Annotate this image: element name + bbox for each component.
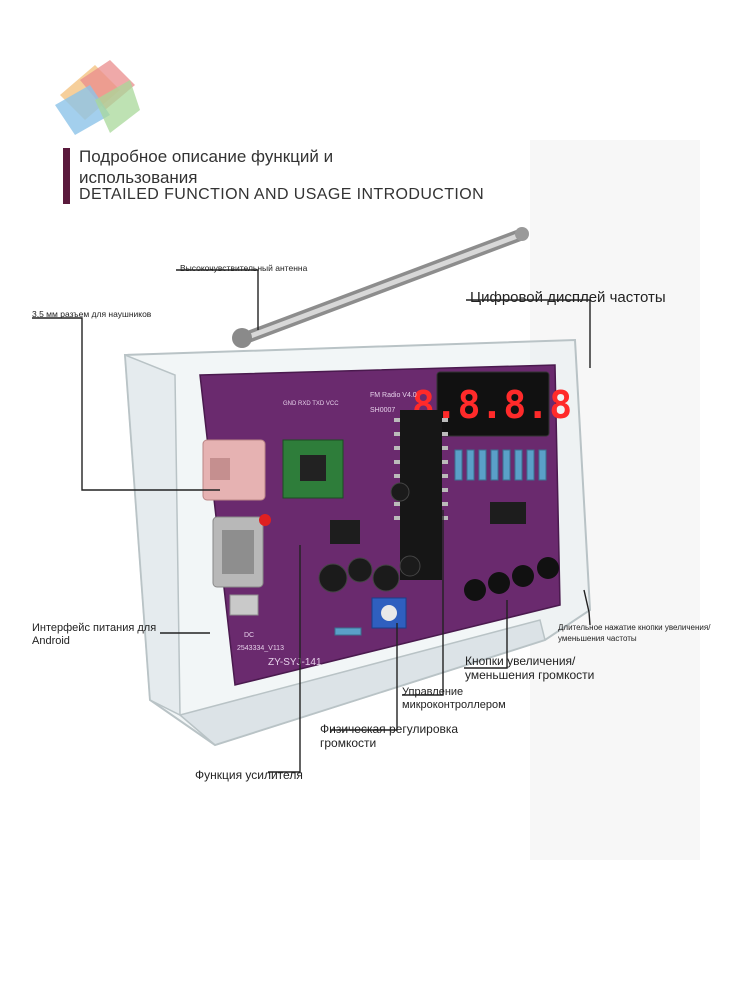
board-model-label: FM Radio V4.0 (370, 392, 417, 399)
callout-display: Цифровой дисплей частоты (470, 289, 666, 306)
callout-amplifier: Функция усилителя (195, 768, 303, 782)
volume-knob (371, 597, 407, 629)
driver-chip (490, 502, 526, 524)
antenna (232, 227, 529, 348)
heading-title-en: DETAILED FUNCTION AND USAGE INTRODUCTION (79, 186, 485, 203)
red-led (259, 514, 271, 526)
fm-module (282, 439, 344, 499)
amplifier-chip (330, 520, 360, 544)
frequency-display: 8.8.8.8 (412, 371, 572, 437)
usb-port (229, 594, 259, 616)
callout-volume-buttons: Кнопки увеличения/ уменьшения громкости (465, 654, 595, 682)
board-chip-label: SH0007 (370, 407, 395, 414)
board-pins-label: GND RXD TXD VCC (283, 401, 339, 407)
resistors (334, 449, 547, 636)
buttons (464, 557, 559, 601)
board-part-label: 2543334_V113 (237, 645, 284, 652)
headphone-jack (202, 439, 266, 501)
board-dc-label: DC (244, 632, 254, 639)
capacitors (318, 482, 421, 593)
callout-volume-knob: Физическая регулировка громкости (320, 722, 459, 750)
heading-accent-bar (63, 148, 70, 204)
callout-power: Интерфейс питания для Android (32, 622, 157, 647)
callout-long-press: Длительное нажатие кнопки увеличения/уме… (558, 623, 711, 643)
heading-title-ru: Подробное описание функций и использован… (79, 147, 334, 187)
board-bottom-label: ZY-SYJ-141 (268, 657, 322, 668)
callout-mcu: Управление микроконтроллером (402, 686, 506, 711)
callout-antenna: Высокочувствительный антенна (180, 263, 308, 273)
power-switch (212, 516, 264, 588)
brand-logo (55, 60, 140, 135)
leader-lines (32, 269, 591, 773)
callout-headphone-jack: 3,5 мм разъем для наушников (32, 309, 152, 319)
